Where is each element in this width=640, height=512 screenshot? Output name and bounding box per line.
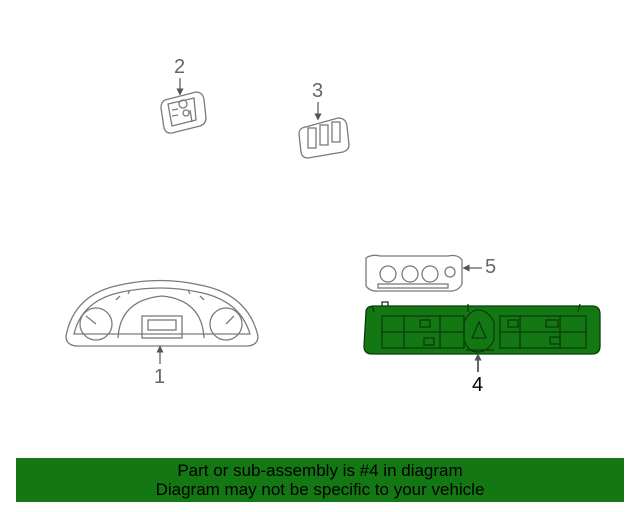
part-2-switch[interactable]: [160, 91, 207, 134]
banner-line-2: Diagram may not be specific to your vehi…: [155, 480, 485, 499]
callout-1: 1: [154, 366, 166, 388]
callout-3: 3: [312, 80, 324, 102]
part-1-instrument-cluster[interactable]: [65, 279, 259, 347]
parts-diagram: [65, 78, 601, 372]
part-4-center-switch-panel[interactable]: [363, 301, 601, 355]
callout-2: 2: [174, 56, 186, 78]
info-banner: Part or sub-assembly is #4 in diagram Di…: [16, 458, 624, 502]
callout-5: 5: [485, 256, 497, 278]
banner-line-1: Part or sub-assembly is #4 in diagram: [177, 461, 463, 480]
part-5-climate-control[interactable]: [365, 254, 463, 292]
part-3-switch[interactable]: [298, 117, 350, 159]
callout-4: 4: [472, 374, 484, 396]
